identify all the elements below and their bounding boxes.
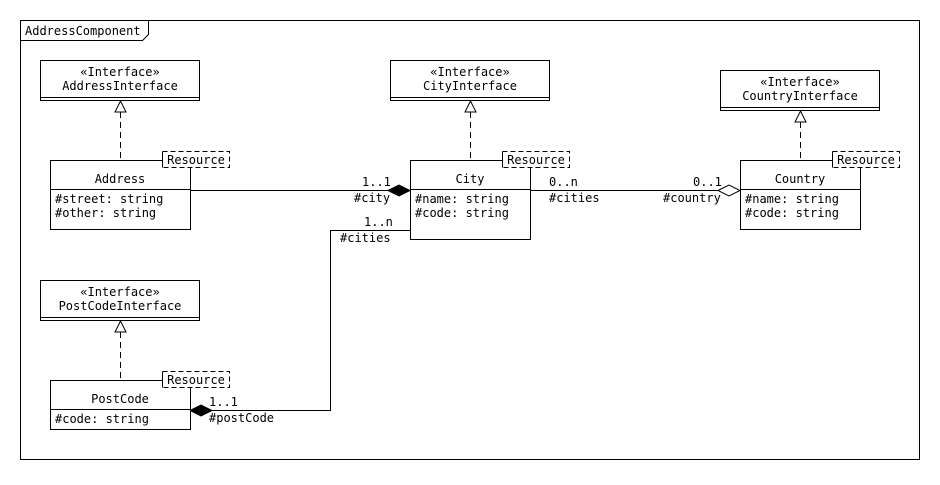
association-address-city[interactable]: 1..1 #city bbox=[190, 175, 412, 205]
class-attribute: #name: string bbox=[415, 192, 509, 206]
class-city[interactable]: City #name: string #code: string Resourc… bbox=[410, 151, 570, 240]
interface-stereotype: «Interface» bbox=[80, 285, 159, 299]
multiplicity-label: 0..1 bbox=[693, 175, 722, 189]
class-name: PostCode bbox=[91, 392, 149, 406]
interface-city[interactable]: «Interface» CityInterface bbox=[390, 60, 550, 101]
realization-address bbox=[114, 99, 127, 160]
role-label: #postCode bbox=[209, 411, 274, 425]
interface-name: PostCodeInterface bbox=[59, 299, 182, 313]
resource-tag: Resource bbox=[167, 373, 225, 387]
interface-address[interactable]: «Interface» AddressInterface bbox=[40, 60, 200, 101]
multiplicity-label: 1..1 bbox=[209, 395, 238, 409]
class-name: Address bbox=[95, 172, 146, 186]
realization-country bbox=[794, 109, 807, 160]
role-label: #country bbox=[663, 191, 721, 205]
multiplicity-label: 1..1 bbox=[362, 175, 391, 189]
association-postcode-city[interactable]: 1..n #cities 1..1 #postCode bbox=[188, 215, 411, 425]
interface-stereotype: «Interface» bbox=[430, 65, 509, 79]
role-label: #cities bbox=[549, 191, 600, 205]
class-attribute: #code: string bbox=[745, 206, 839, 220]
resource-tag: Resource bbox=[507, 153, 565, 167]
interface-country[interactable]: «Interface» CountryInterface bbox=[720, 70, 880, 111]
interface-stereotype: «Interface» bbox=[760, 75, 839, 89]
class-postcode[interactable]: PostCode #code: string Resource bbox=[50, 371, 230, 430]
realization-city bbox=[464, 99, 477, 160]
interface-name: CountryInterface bbox=[742, 89, 858, 103]
class-attribute: #other: string bbox=[55, 206, 156, 220]
resource-tag: Resource bbox=[837, 153, 895, 167]
association-city-country[interactable]: 0..n #cities 0..1 #country bbox=[530, 175, 742, 205]
class-country[interactable]: Country #name: string #code: string Reso… bbox=[740, 151, 900, 230]
class-attribute: #code: string bbox=[55, 412, 149, 426]
class-attribute: #code: string bbox=[415, 206, 509, 220]
class-attribute: #name: string bbox=[745, 192, 839, 206]
interface-postcode[interactable]: «Interface» PostCodeInterface bbox=[40, 280, 200, 321]
role-label: #cities bbox=[340, 231, 391, 245]
resource-tag: Resource bbox=[167, 153, 225, 167]
multiplicity-label: 1..n bbox=[364, 215, 393, 229]
interface-name: AddressInterface bbox=[62, 79, 178, 93]
interface-stereotype: «Interface» bbox=[80, 65, 159, 79]
multiplicity-label: 0..n bbox=[549, 175, 578, 189]
class-address[interactable]: Address #street: string #other: string R… bbox=[50, 151, 230, 230]
class-name: Country bbox=[775, 172, 826, 186]
interface-name: CityInterface bbox=[423, 79, 517, 93]
package-name: AddressComponent bbox=[25, 24, 141, 38]
role-label: #city bbox=[354, 191, 390, 205]
realization-postcode bbox=[114, 319, 127, 380]
class-name: City bbox=[456, 172, 485, 186]
class-attribute: #street: string bbox=[55, 192, 163, 206]
